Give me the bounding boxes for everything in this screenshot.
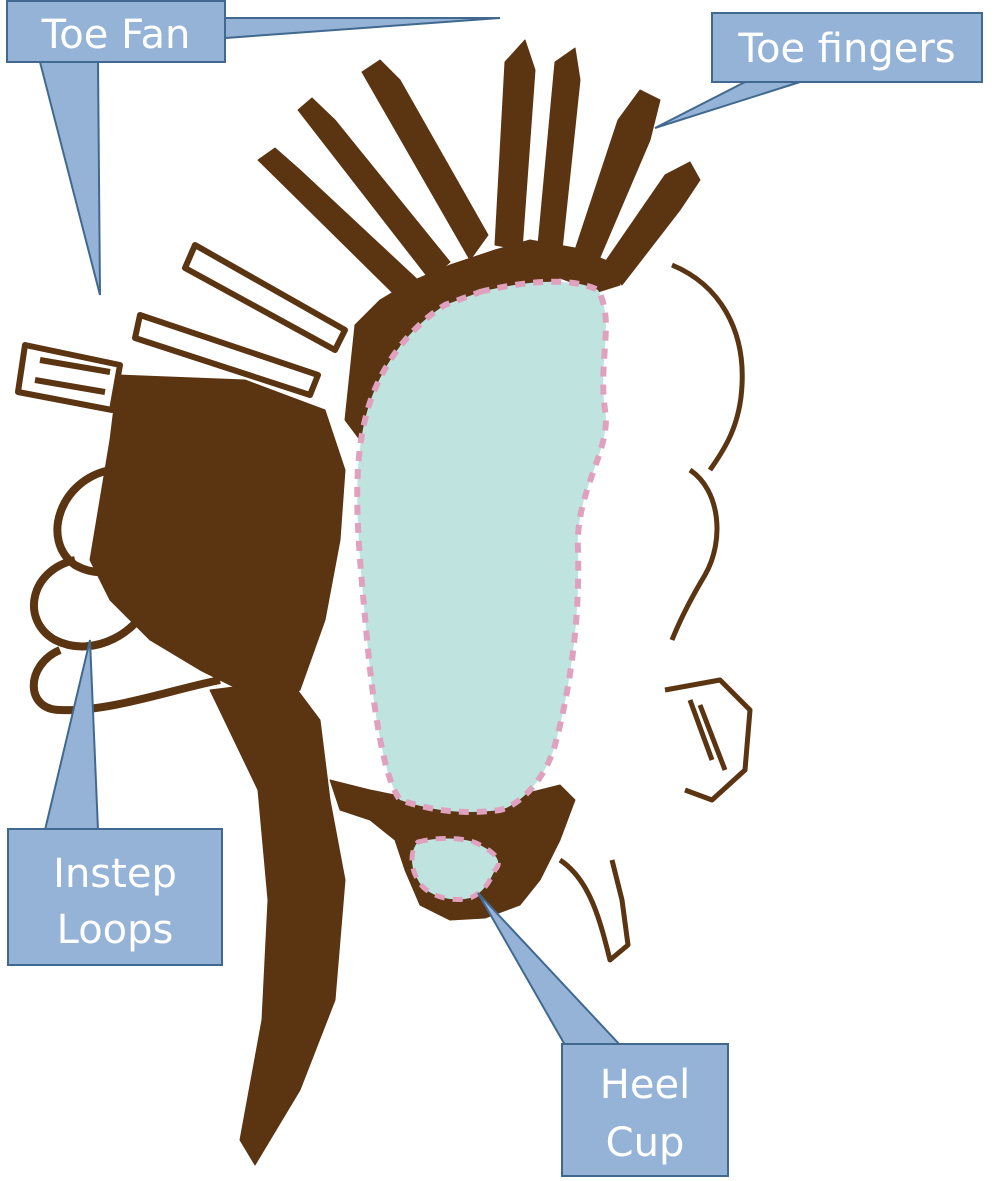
callout-toe-fingers-label: Toe fingers (737, 26, 955, 72)
ankle-strap-tail (210, 680, 345, 1165)
callout-toe-fingers-pointer (655, 82, 800, 128)
callout-toe-fan-pointer-right (225, 18, 500, 38)
footprint-area (357, 282, 606, 812)
callout-toe-fan-pointer (40, 62, 100, 295)
callout-heel-cup-line1: Heel (600, 1062, 690, 1108)
callout-instep-loops-pointer (45, 640, 98, 830)
instep-strap-block (90, 375, 345, 705)
callout-heel-cup-line2: Cup (606, 1120, 685, 1166)
callout-toe-fingers: Toe fingers (655, 13, 982, 128)
callout-instep-loops-line2: Loops (57, 907, 174, 953)
callout-instep-loops-line1: Instep (53, 851, 177, 897)
callout-toe-fan-label: Toe Fan (41, 12, 191, 58)
